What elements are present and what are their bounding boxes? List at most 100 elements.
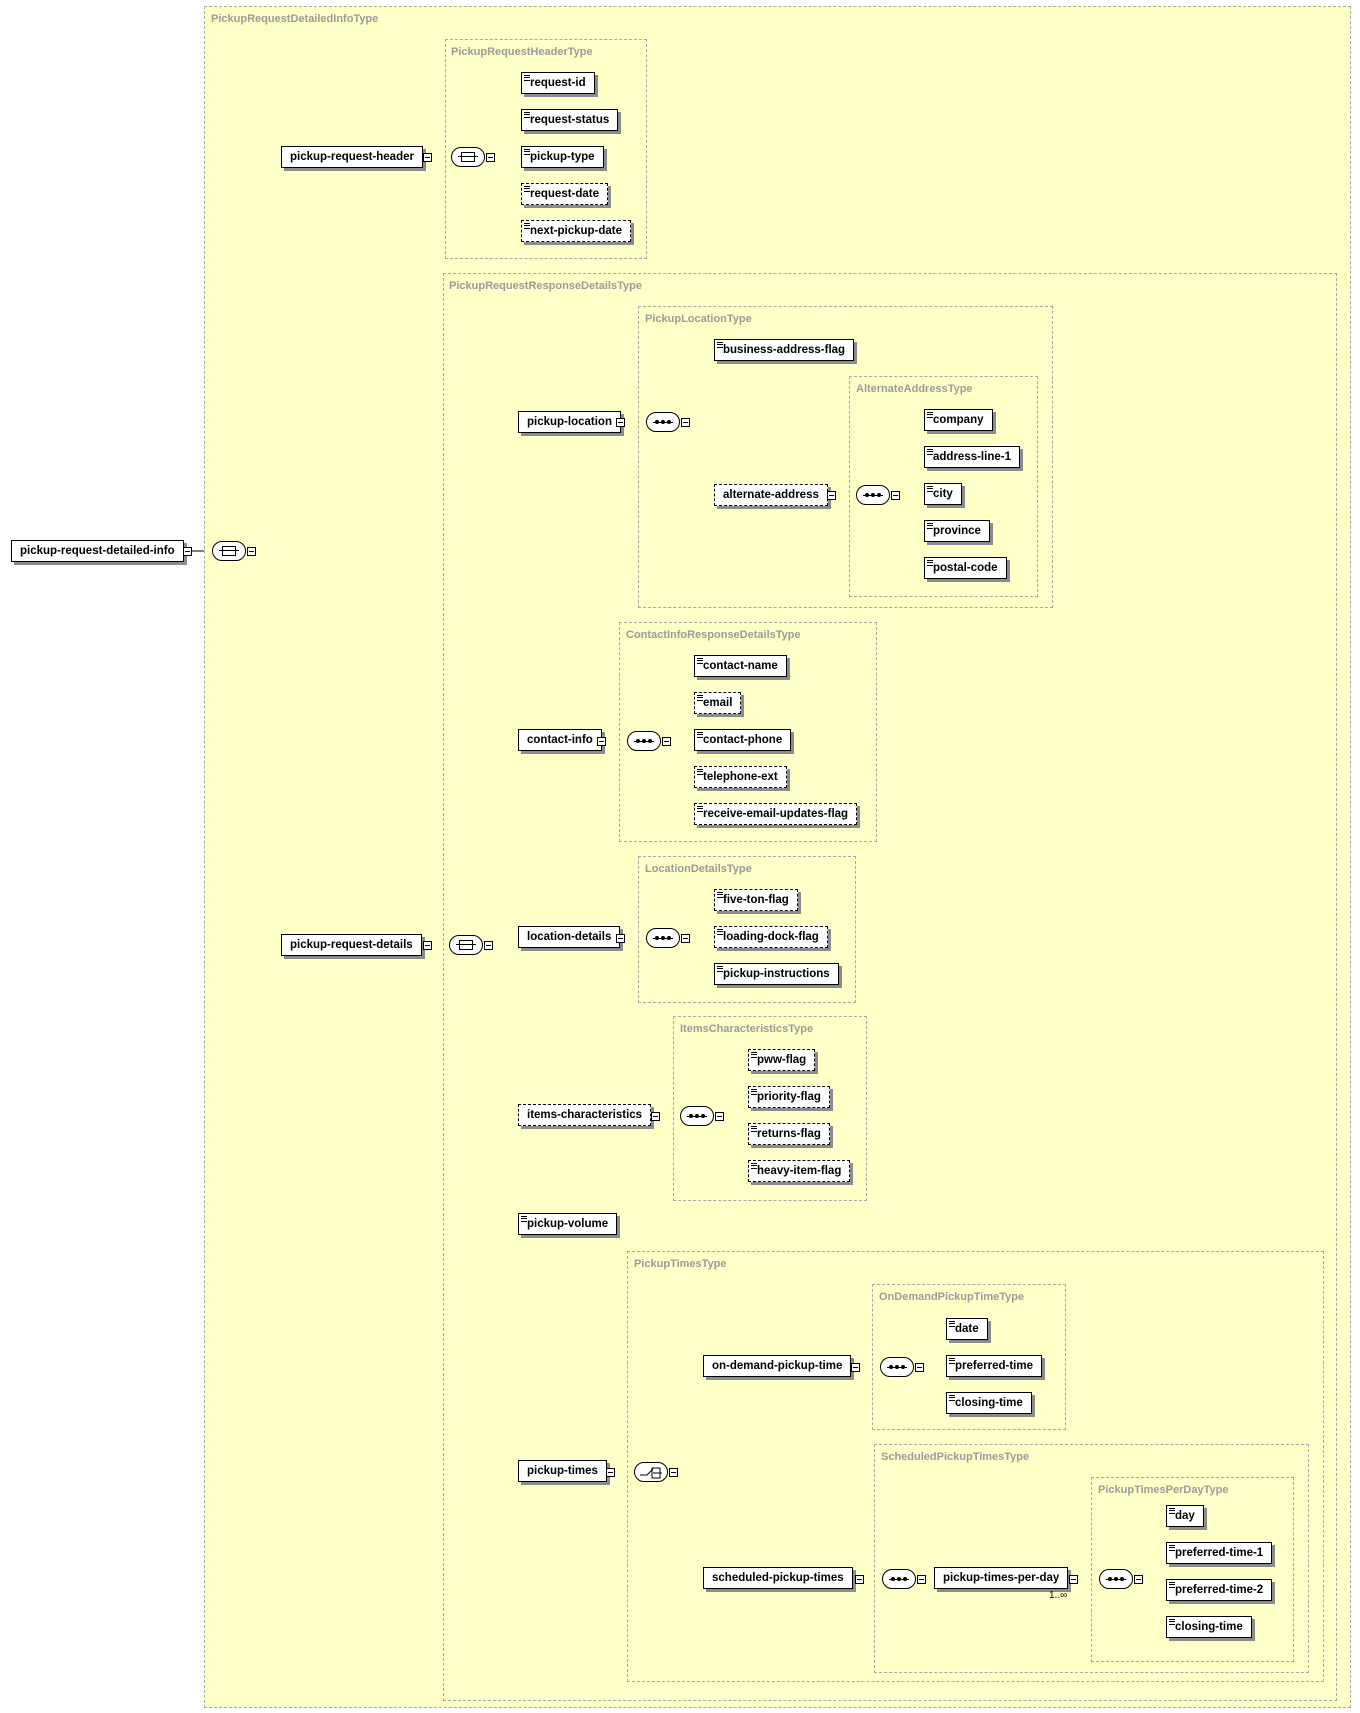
- sequence-compositor-scheduled[interactable]: [882, 1569, 916, 1589]
- all-compositor-header[interactable]: [451, 147, 485, 167]
- element-contact-phone[interactable]: contact-phone: [694, 729, 792, 751]
- element-pickup-type[interactable]: pickup-type: [521, 146, 604, 168]
- type-box-locdetails: [638, 856, 856, 1003]
- element-receive-email-updates-flag[interactable]: receive-email-updates-flag: [694, 803, 858, 825]
- element-postal-code[interactable]: postal-code: [924, 557, 1007, 579]
- element-contact-name[interactable]: contact-name: [694, 655, 787, 677]
- type-box-location: [638, 306, 1053, 608]
- collapse-toggle-icon[interactable]: [662, 737, 671, 746]
- collapse-toggle-icon[interactable]: [669, 1468, 678, 1477]
- collapse-toggle-icon[interactable]: [715, 1112, 724, 1121]
- collapse-toggle-icon[interactable]: [851, 1363, 860, 1372]
- sequence-compositor-location[interactable]: [646, 412, 680, 432]
- type-label-ondemand: OnDemandPickupTimeType: [879, 1291, 1025, 1303]
- collapse-toggle-icon[interactable]: [681, 418, 690, 427]
- collapse-toggle-icon[interactable]: [915, 1363, 924, 1372]
- sequence-compositor-locdetails[interactable]: [646, 928, 680, 948]
- element-pickup-times[interactable]: pickup-times: [518, 1460, 607, 1482]
- element-email[interactable]: email: [694, 692, 742, 714]
- element-loading-dock-flag[interactable]: loading-dock-flag: [714, 926, 828, 948]
- type-box-alternate: [849, 376, 1038, 597]
- type-box-ondemand: [872, 1284, 1066, 1430]
- collapse-toggle-icon[interactable]: [484, 941, 493, 950]
- collapse-toggle-icon[interactable]: [423, 153, 432, 162]
- collapse-toggle-icon[interactable]: [247, 547, 256, 556]
- collapse-toggle-icon[interactable]: [616, 934, 625, 943]
- type-label-items: ItemsCharacteristicsType: [680, 1023, 814, 1035]
- element-pickup-volume[interactable]: pickup-volume: [518, 1213, 618, 1235]
- element-telephone-ext[interactable]: telephone-ext: [694, 766, 787, 788]
- element-items-characteristics[interactable]: items-characteristics: [518, 1104, 652, 1126]
- element-pww-flag[interactable]: pww-flag: [748, 1049, 816, 1071]
- element-returns-flag[interactable]: returns-flag: [748, 1123, 830, 1145]
- element-heavy-item-flag[interactable]: heavy-item-flag: [748, 1160, 851, 1182]
- element-date[interactable]: date: [946, 1318, 988, 1340]
- all-compositor-details[interactable]: [449, 935, 483, 955]
- element-province[interactable]: province: [924, 520, 990, 542]
- element-location-details[interactable]: location-details: [518, 926, 621, 948]
- collapse-toggle-icon[interactable]: [855, 1575, 864, 1584]
- element-preferred-time-2[interactable]: preferred-time-2: [1166, 1579, 1273, 1601]
- type-box-header: [445, 39, 647, 259]
- element-address-line-1[interactable]: address-line-1: [924, 446, 1020, 468]
- type-box-items: [673, 1016, 867, 1201]
- element-preferred-time[interactable]: preferred-time: [946, 1355, 1042, 1377]
- element-request-date[interactable]: request-date: [521, 183, 609, 205]
- element-next-pickup-date[interactable]: next-pickup-date: [521, 220, 632, 242]
- collapse-toggle-icon[interactable]: [486, 153, 495, 162]
- element-scheduled-pickup-times[interactable]: scheduled-pickup-times: [703, 1567, 853, 1589]
- sequence-compositor-alternate[interactable]: [856, 485, 890, 505]
- element-pickup-request-detailed-info[interactable]: pickup-request-detailed-info: [11, 540, 184, 562]
- all-compositor-root[interactable]: [212, 541, 246, 561]
- element-request-id[interactable]: request-id: [521, 72, 595, 94]
- element-contact-info[interactable]: contact-info: [518, 729, 602, 751]
- element-preferred-time-1[interactable]: preferred-time-1: [1166, 1542, 1273, 1564]
- type-box-perday: [1091, 1477, 1294, 1662]
- element-city[interactable]: city: [924, 483, 962, 505]
- type-label-response: PickupRequestResponseDetailsType: [449, 280, 642, 292]
- type-label-root: PickupRequestDetailedInfoType: [211, 13, 379, 25]
- element-pickup-location[interactable]: pickup-location: [518, 411, 621, 433]
- element-priority-flag[interactable]: priority-flag: [748, 1086, 830, 1108]
- element-request-status[interactable]: request-status: [521, 109, 619, 131]
- collapse-toggle-icon[interactable]: [1069, 1575, 1078, 1584]
- sequence-compositor-ondemand[interactable]: [880, 1357, 914, 1377]
- collapse-toggle-icon[interactable]: [891, 491, 900, 500]
- collapse-toggle-icon[interactable]: [606, 1468, 615, 1477]
- element-pickup-request-header[interactable]: pickup-request-header: [281, 146, 423, 168]
- sequence-compositor-items[interactable]: [680, 1106, 714, 1126]
- choice-compositor-times[interactable]: [634, 1462, 668, 1482]
- element-pickup-request-details[interactable]: pickup-request-details: [281, 934, 422, 956]
- element-pickup-instructions[interactable]: pickup-instructions: [714, 963, 839, 985]
- type-box-response: [443, 273, 1337, 1701]
- type-label-locdetails: LocationDetailsType: [645, 863, 752, 875]
- type-box-root: [204, 6, 1351, 1708]
- element-business-address-flag[interactable]: business-address-flag: [714, 339, 855, 361]
- collapse-toggle-icon[interactable]: [681, 934, 690, 943]
- type-label-times: PickupTimesType: [634, 1258, 727, 1270]
- type-label-alternate: AlternateAddressType: [856, 383, 973, 395]
- collapse-toggle-icon[interactable]: [597, 737, 606, 746]
- element-alternate-address[interactable]: alternate-address: [714, 484, 828, 506]
- collapse-toggle-icon[interactable]: [183, 547, 192, 556]
- element-closing-time-scheduled[interactable]: closing-time: [1166, 1616, 1252, 1638]
- collapse-toggle-icon[interactable]: [827, 491, 836, 500]
- element-closing-time-ondemand[interactable]: closing-time: [946, 1392, 1032, 1414]
- element-five-ton-flag[interactable]: five-ton-flag: [714, 889, 798, 911]
- element-company[interactable]: company: [924, 409, 993, 431]
- collapse-toggle-icon[interactable]: [917, 1575, 926, 1584]
- element-pickup-times-per-day[interactable]: pickup-times-per-day: [934, 1567, 1069, 1589]
- collapse-toggle-icon[interactable]: [423, 941, 432, 950]
- element-on-demand-pickup-time[interactable]: on-demand-pickup-time: [703, 1355, 852, 1377]
- type-label-contact: ContactInfoResponseDetailsType: [626, 629, 801, 641]
- type-label-scheduled: ScheduledPickupTimesType: [881, 1451, 1030, 1463]
- sequence-compositor-perday[interactable]: [1099, 1569, 1133, 1589]
- type-label-location: PickupLocationType: [645, 313, 752, 325]
- element-day[interactable]: day: [1166, 1505, 1204, 1527]
- sequence-compositor-contact[interactable]: [627, 731, 661, 751]
- collapse-toggle-icon[interactable]: [651, 1112, 660, 1121]
- type-box-contact: [619, 622, 877, 842]
- collapse-toggle-icon[interactable]: [1134, 1575, 1143, 1584]
- collapse-toggle-icon[interactable]: [616, 418, 625, 427]
